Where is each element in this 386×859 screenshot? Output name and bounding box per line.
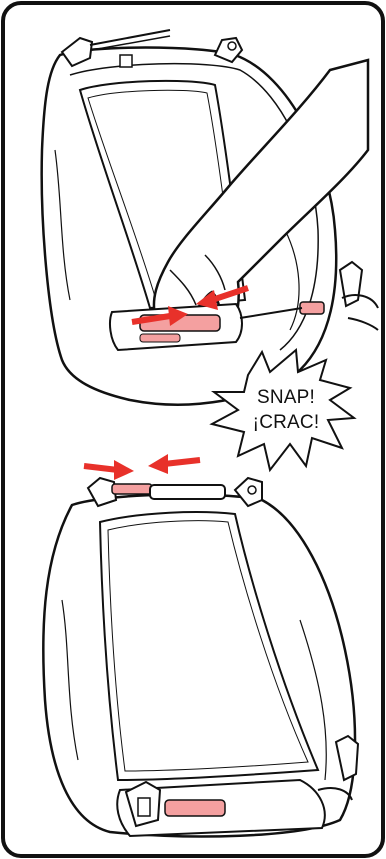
top-panel: SNAP! ¡CRAC! [42,30,378,470]
side-strap-highlight-top [300,302,324,314]
arrow-right-icon [84,460,134,480]
snap-text-spanish: ¡CRAC! [253,412,320,433]
right-handle-top [340,262,378,330]
arrow-left-icon [148,454,200,474]
buckle-strap-highlight-bottom [165,800,225,816]
snap-text-english: SNAP! [257,387,315,408]
bottom-panel [43,454,358,836]
